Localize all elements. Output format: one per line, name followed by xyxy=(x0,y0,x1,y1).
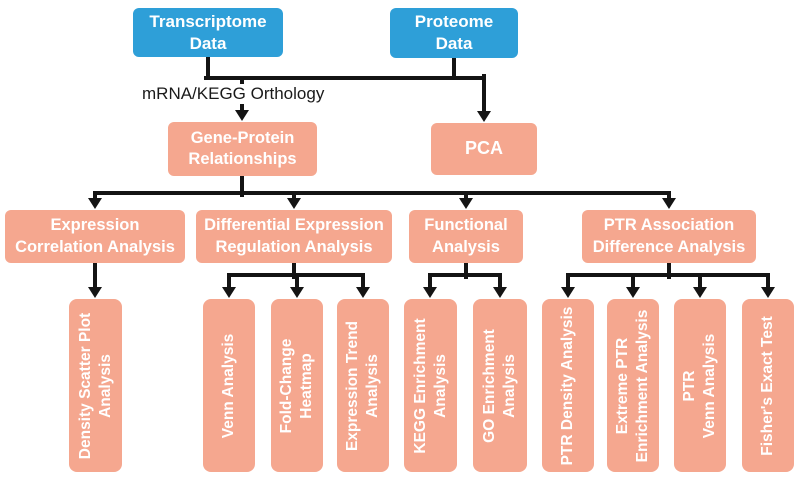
node-expression-correlation-analysis: Expression Correlation Analysis xyxy=(5,210,185,263)
node-label: KEGG Enrichment Analysis xyxy=(411,317,449,454)
node-go-enrichment-analysis: GO Enrichment Analysis xyxy=(473,299,527,472)
node-kegg-enrichment-analysis: KEGG Enrichment Analysis xyxy=(404,299,457,472)
node-expression-trend-analysis: Expression Trend Analysis xyxy=(337,299,389,472)
node-proteome-data: Proteome Data xyxy=(390,8,518,58)
node-fold-change-heatmap: Fold-Change Heatmap xyxy=(271,299,323,472)
node-label: Fold-Change Heatmap xyxy=(277,338,315,433)
node-label: Fisher's Exact Test xyxy=(758,315,776,456)
node-transcriptome-data: Transcriptome Data xyxy=(133,8,283,57)
node-label: Expression Trend Analysis xyxy=(343,320,381,451)
node-ptr-venn-analysis: PTR Venn Analysis xyxy=(674,299,726,472)
node-label: Density Scatter Plot Analysis xyxy=(76,312,114,459)
node-pca: PCA xyxy=(431,123,537,175)
node-fishers-exact-test: Fisher's Exact Test xyxy=(742,299,794,472)
node-label: PTR Venn Analysis xyxy=(680,333,718,438)
node-differential-expression-regulation-analysis: Differential Expression Regulation Analy… xyxy=(196,210,392,263)
node-ptr-association-difference-analysis: PTR Association Difference Analysis xyxy=(582,210,756,263)
node-label: PTR Density Analysis xyxy=(558,306,576,465)
node-label: Extreme PTR Enrichment Analysis xyxy=(613,309,651,462)
node-label: Venn Analysis xyxy=(219,333,237,438)
node-functional-analysis: Functional Analysis xyxy=(409,210,523,263)
node-venn-analysis: Venn Analysis xyxy=(203,299,255,472)
node-density-scatter-plot-analysis: Density Scatter Plot Analysis xyxy=(69,299,122,472)
node-label: GO Enrichment Analysis xyxy=(480,328,518,443)
node-ptr-density-analysis: PTR Density Analysis xyxy=(542,299,594,472)
node-gene-protein-relationships: Gene-Protein Relationships xyxy=(168,122,317,176)
node-extreme-ptr-enrichment-analysis: Extreme PTR Enrichment Analysis xyxy=(607,299,659,472)
edge-label-mrna-kegg-orthology: mRNA/KEGG Orthology xyxy=(139,84,328,104)
